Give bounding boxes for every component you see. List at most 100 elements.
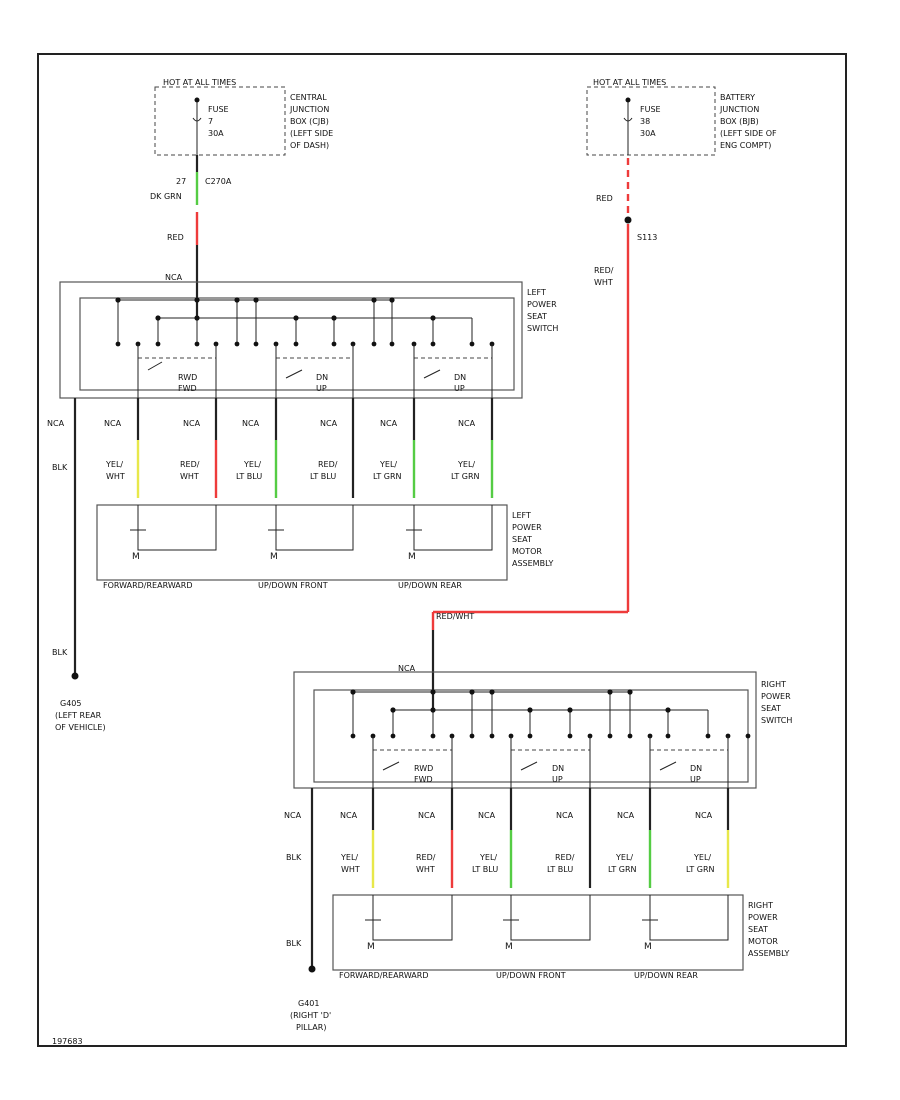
right-nca-label: NCA bbox=[418, 811, 436, 820]
right-fuse-rating: 30A bbox=[640, 129, 656, 138]
right-ground-desc: PILLAR) bbox=[296, 1023, 326, 1032]
right-fuse-location: ENG COMPT) bbox=[720, 141, 771, 150]
right-switch-nca: NCA bbox=[398, 664, 416, 673]
left-nca-label: NCA bbox=[380, 419, 398, 428]
right-switch-section-label: UP bbox=[552, 775, 563, 784]
right-fuse-location: BATTERY bbox=[720, 93, 755, 102]
left-nca-label: NCA bbox=[47, 419, 65, 428]
left-feed-wire-color: RED bbox=[167, 233, 184, 242]
left-switch-name: SWITCH bbox=[527, 324, 558, 333]
left-fuse-box: HOT AT ALL TIMES FUSE 7 30A CENTRAL JUNC… bbox=[154, 78, 333, 156]
left-ground-wire-color: BLK bbox=[52, 648, 68, 657]
left-wire-color: YEL/ bbox=[105, 460, 123, 469]
left-nca-label: NCA bbox=[458, 419, 476, 428]
right-ground-wire-color: BLK bbox=[286, 939, 302, 948]
left-switch-outputs: NCA BLK BLK NCA NCA NCA NCA NCA NCA YEL/… bbox=[47, 398, 494, 680]
right-feed-wire-color: RED bbox=[596, 194, 613, 203]
left-feed-connector: C270A bbox=[205, 177, 232, 186]
right-wire-color: WHT bbox=[416, 865, 435, 874]
left-nca-label: NCA bbox=[320, 419, 338, 428]
left-fuse-location: CENTRAL bbox=[290, 93, 327, 102]
left-motor-name: POWER bbox=[512, 523, 542, 532]
right-wire-color: LT GRN bbox=[608, 865, 637, 874]
right-power-seat-motor: RIGHT POWER SEAT MOTOR ASSEMBLY M M M FO… bbox=[332, 894, 789, 980]
right-motor-name: RIGHT bbox=[748, 901, 773, 910]
right-nca-label: NCA bbox=[695, 811, 713, 820]
right-wire-color: YEL/ bbox=[693, 853, 711, 862]
right-motor-name: ASSEMBLY bbox=[748, 949, 789, 958]
right-wire-color: YEL/ bbox=[479, 853, 497, 862]
right-motor-name: POWER bbox=[748, 913, 778, 922]
right-feed-splice: S113 bbox=[637, 233, 657, 242]
left-power-seat-switch: LEFT POWER SEAT SWITCH bbox=[59, 281, 558, 399]
left-wire-color: LT BLU bbox=[236, 472, 262, 481]
left-ground: G405 (LEFT REAR OF VEHICLE) bbox=[55, 699, 106, 732]
right-switch-contacts bbox=[350, 689, 751, 739]
right-motor-m-label: M bbox=[367, 942, 375, 952]
right-ground: G401 (RIGHT 'D' PILLAR) bbox=[290, 999, 331, 1032]
left-switch-contacts bbox=[115, 297, 495, 347]
left-fuse-label: FUSE bbox=[208, 105, 229, 114]
right-fuse-number: 38 bbox=[640, 117, 650, 126]
left-feed-nca: NCA bbox=[165, 273, 183, 282]
left-motor-m-label: M bbox=[408, 552, 416, 562]
left-switch-section-label: FWD bbox=[178, 384, 197, 393]
right-switch-section-label: DN bbox=[552, 764, 564, 773]
right-wire-color: LT GRN bbox=[686, 865, 715, 874]
right-motor-m-label: M bbox=[505, 942, 513, 952]
left-wire-color: WHT bbox=[106, 472, 125, 481]
left-motor-section: UP/DOWN REAR bbox=[398, 581, 462, 590]
left-fuse-number: 7 bbox=[208, 117, 213, 126]
left-power-seat-motor: LEFT POWER SEAT MOTOR ASSEMBLY M M M FOR… bbox=[96, 504, 553, 590]
right-ground-desc: (RIGHT 'D' bbox=[290, 1011, 331, 1020]
right-feed-wire-color: WHT bbox=[594, 278, 613, 287]
right-nca-label: NCA bbox=[284, 811, 302, 820]
right-switch-section-label: FWD bbox=[414, 775, 433, 784]
right-feed-wire: RED S113 RED/ WHT RED/WHT bbox=[431, 158, 657, 712]
right-motor-section: UP/DOWN FRONT bbox=[496, 971, 566, 980]
right-fuse-label: FUSE bbox=[640, 105, 661, 114]
right-wire-color: YEL/ bbox=[340, 853, 358, 862]
right-wire-color: LT BLU bbox=[472, 865, 498, 874]
right-motor-section: FORWARD/REARWARD bbox=[339, 971, 428, 980]
left-switch-name: POWER bbox=[527, 300, 557, 309]
fuse-symbol bbox=[192, 117, 202, 122]
left-nca-label: NCA bbox=[242, 419, 260, 428]
right-fuse-location: BOX (BJB) bbox=[720, 117, 759, 126]
left-fuse-location: OF DASH) bbox=[290, 141, 329, 150]
left-switch-name: LEFT bbox=[527, 288, 546, 297]
left-motor-m-label: M bbox=[270, 552, 278, 562]
left-switch-section-label: RWD bbox=[178, 373, 197, 382]
right-ground-wire-color: BLK bbox=[286, 853, 302, 862]
right-nca-label: NCA bbox=[617, 811, 635, 820]
left-motor-section: FORWARD/REARWARD bbox=[103, 581, 192, 590]
left-fuse-location: JUNCTION bbox=[289, 105, 329, 114]
right-ground-id: G401 bbox=[298, 999, 319, 1008]
right-fuse-location: JUNCTION bbox=[719, 105, 759, 114]
left-feed-pin: 27 bbox=[176, 177, 186, 186]
right-wire-color: RED/ bbox=[416, 853, 436, 862]
left-motor-name: MOTOR bbox=[512, 547, 542, 556]
right-switch-name: SWITCH bbox=[761, 716, 792, 725]
ground-dot bbox=[308, 965, 316, 973]
left-fuse-location: (LEFT SIDE bbox=[290, 129, 333, 138]
left-motor-name: ASSEMBLY bbox=[512, 559, 553, 568]
right-switch-section-label: DN bbox=[690, 764, 702, 773]
left-switch-section-label: DN bbox=[454, 373, 466, 382]
left-feed-wire: 27 C270A DK GRN RED NCA bbox=[150, 155, 232, 318]
left-wire-color: LT GRN bbox=[451, 472, 480, 481]
left-wire-color: LT GRN bbox=[373, 472, 402, 481]
left-switch-section-label: UP bbox=[454, 384, 465, 393]
left-feed-wire-color: DK GRN bbox=[150, 192, 182, 201]
left-wire-color: RED/ bbox=[180, 460, 200, 469]
fuse-symbol bbox=[623, 117, 633, 122]
right-nca-label: NCA bbox=[478, 811, 496, 820]
splice-dot bbox=[624, 216, 632, 224]
right-nca-label: NCA bbox=[556, 811, 574, 820]
right-feed-joint: RED/WHT bbox=[436, 612, 474, 621]
left-wire-color: YEL/ bbox=[243, 460, 261, 469]
right-fuse-header: HOT AT ALL TIMES bbox=[593, 78, 666, 87]
ground-dot bbox=[71, 672, 79, 680]
left-fuse-rating: 30A bbox=[208, 129, 224, 138]
